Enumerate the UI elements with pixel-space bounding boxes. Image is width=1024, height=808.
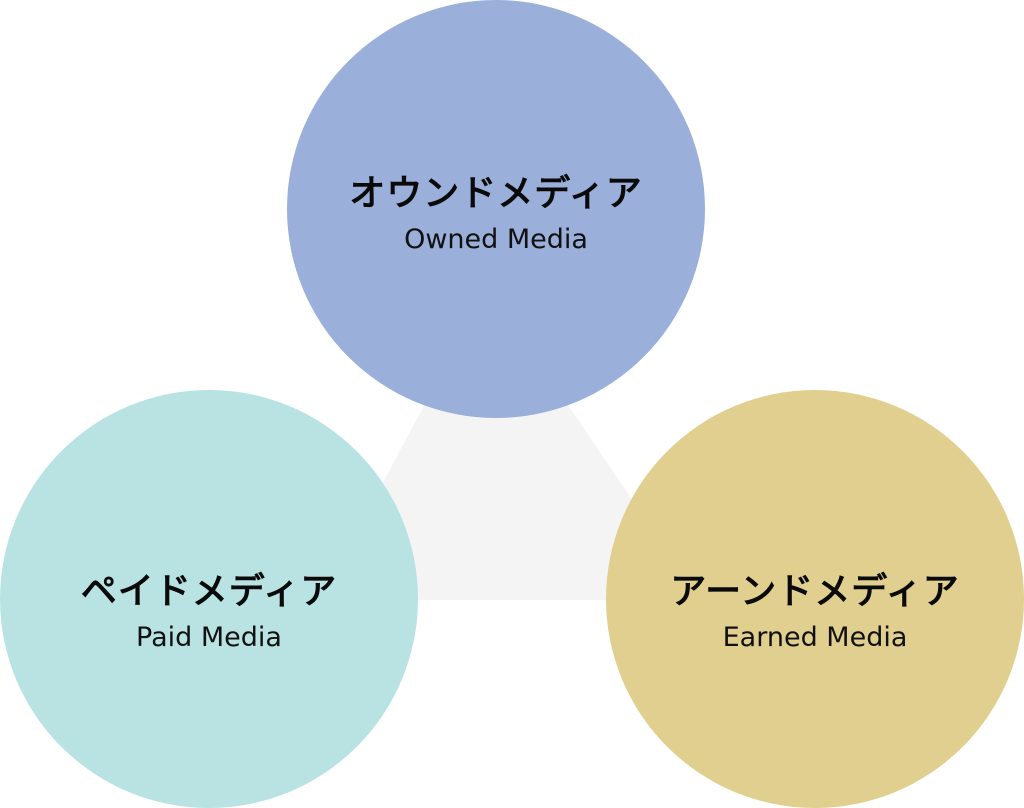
- paid-media-circle: ペイドメディア Paid Media: [0, 390, 418, 808]
- paid-media-title-en: Paid Media: [136, 622, 282, 653]
- owned-media-circle: オウンドメディア Owned Media: [287, 0, 705, 418]
- earned-media-circle: アーンドメディア Earned Media: [606, 390, 1024, 808]
- owned-media-title-en: Owned Media: [404, 224, 588, 255]
- earned-media-title-en: Earned Media: [722, 622, 908, 653]
- paid-media-title-ja: ペイドメディア: [80, 571, 338, 612]
- owned-media-title-ja: オウンドメディア: [349, 173, 643, 214]
- earned-media-title-ja: アーンドメディア: [670, 571, 960, 612]
- center-triangle-shape: [320, 402, 700, 600]
